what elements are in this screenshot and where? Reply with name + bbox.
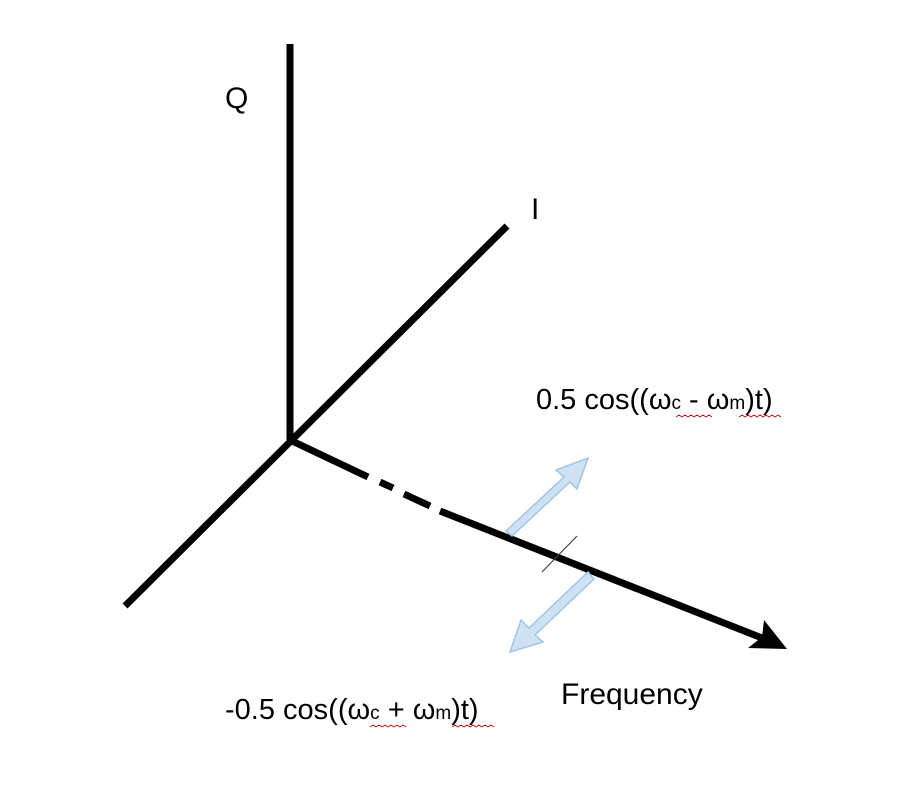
upper-formula-sub-c: c xyxy=(671,393,681,414)
frequency-axis-dash xyxy=(402,490,432,510)
upper-spellcheck-underline xyxy=(675,414,713,418)
frequency-axis-segment xyxy=(438,507,764,642)
frequency-center-tick xyxy=(541,535,578,573)
lower-formula-sub-m: m xyxy=(435,703,451,724)
frequency-arrowhead xyxy=(748,620,787,649)
frequency-axis-label: Frequency xyxy=(561,678,703,711)
upper-component-formula: 0.5 cos((ωc - ωm)t) xyxy=(536,384,773,416)
lower-formula-suffix: )t) xyxy=(451,694,478,726)
lower-spellcheck-underline xyxy=(369,724,407,728)
lower-spellcheck-underline xyxy=(451,724,495,728)
upper-spellcheck-underline xyxy=(738,414,782,418)
i-axis-label: I xyxy=(531,193,539,226)
frequency-axis-dash xyxy=(378,478,395,492)
upper-formula-operator: - xyxy=(681,384,707,416)
lower-formula-operator: + xyxy=(380,694,413,726)
upper-formula-suffix: )t) xyxy=(745,384,772,416)
upper-formula-omega-m: ω xyxy=(707,384,730,416)
frequency-axis-segment xyxy=(288,436,370,481)
upper-formula-prefix: 0.5 cos(( xyxy=(536,384,649,416)
q-axis-label: Q xyxy=(225,82,248,115)
upper-formula-omega-c: ω xyxy=(649,384,672,416)
lower-formula-sub-c: c xyxy=(370,703,380,724)
i-axis xyxy=(122,223,510,609)
lower-component-formula: -0.5 cos((ωc + ωm)t) xyxy=(225,694,479,726)
lower-component-arrow-shape xyxy=(508,570,596,654)
upper-formula-sub-m: m xyxy=(729,393,745,414)
lower-formula-prefix: -0.5 cos(( xyxy=(225,694,348,726)
lower-formula-omega-m: ω xyxy=(413,694,436,726)
upper-component-arrow-shape xyxy=(504,456,590,537)
lower-formula-omega-c: ω xyxy=(347,694,370,726)
